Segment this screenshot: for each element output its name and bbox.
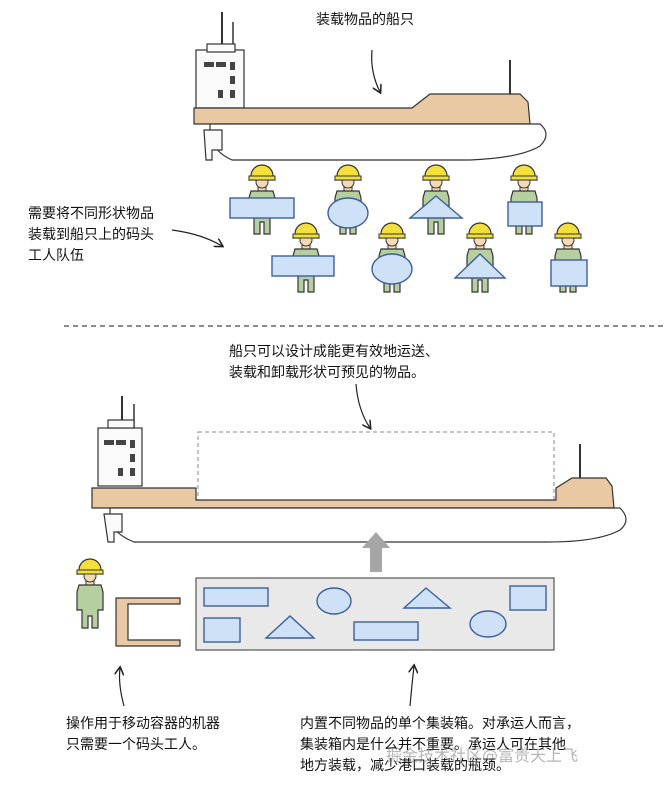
loaded-ship-label: 装载物品的船只 <box>316 12 414 28</box>
top-ship <box>193 12 547 161</box>
cargo-triangle-2 <box>453 253 507 279</box>
container-label-line-2: 集装箱内是什么并不重要。承运人可在其他 <box>300 737 566 753</box>
loaded-ship-pointer <box>371 49 380 92</box>
container-ship-label-line-2: 装载和卸载形状可预见的物品。 <box>229 365 425 381</box>
container-label-line-3: 地方装载，减少港口装载的瓶颈。 <box>300 758 510 774</box>
container-item-rect-2 <box>353 621 419 641</box>
container-item-rect-1 <box>203 587 269 607</box>
container-slot-outline <box>197 431 555 501</box>
watermark: 掘金技术社区@富贵天上飞 <box>386 746 579 765</box>
lift-arrow <box>362 532 390 572</box>
workers-label-line-1: 需要将不同形状物品 <box>28 206 154 222</box>
workers-pointer <box>171 229 222 246</box>
worker-team <box>229 164 588 293</box>
container-item-triangle-2 <box>264 615 316 639</box>
operator-label-line-2: 只需要一个码头工人。 <box>66 737 206 753</box>
container-label-line-1: 内置不同物品的单个集装箱。对承运人而言， <box>300 716 580 732</box>
cargo-rect-2 <box>271 255 335 277</box>
cargo-oval-1 <box>327 197 369 229</box>
container-ship-pointer <box>355 383 370 428</box>
container-item-oval-2 <box>469 610 507 638</box>
operator-pointer <box>120 668 125 707</box>
shipping-container <box>195 577 555 651</box>
cargo-oval-2 <box>371 253 413 285</box>
cargo-square-2 <box>550 259 588 287</box>
container-item-oval-1 <box>316 587 352 615</box>
operator-label-line-1: 操作用于移动容器的机器 <box>66 716 220 732</box>
container-pointer <box>410 666 414 707</box>
cargo-square-1 <box>507 201 543 227</box>
container-ship <box>91 396 627 543</box>
workers-label-line-2: 装载到船只上的码头 <box>28 227 154 243</box>
container-item-square-2 <box>203 617 241 643</box>
container-item-triangle-1 <box>402 587 452 609</box>
cargo-rect-1 <box>229 197 295 219</box>
dock-operator <box>76 558 104 629</box>
container-item-square-1 <box>509 585 547 611</box>
cargo-triangle-1 <box>408 195 464 219</box>
container-ship-label-line-1: 船只可以设计成能更有效地运送、 <box>229 344 439 360</box>
workers-label-line-3: 工人队伍 <box>28 248 84 264</box>
container-handler-machine <box>115 597 181 647</box>
